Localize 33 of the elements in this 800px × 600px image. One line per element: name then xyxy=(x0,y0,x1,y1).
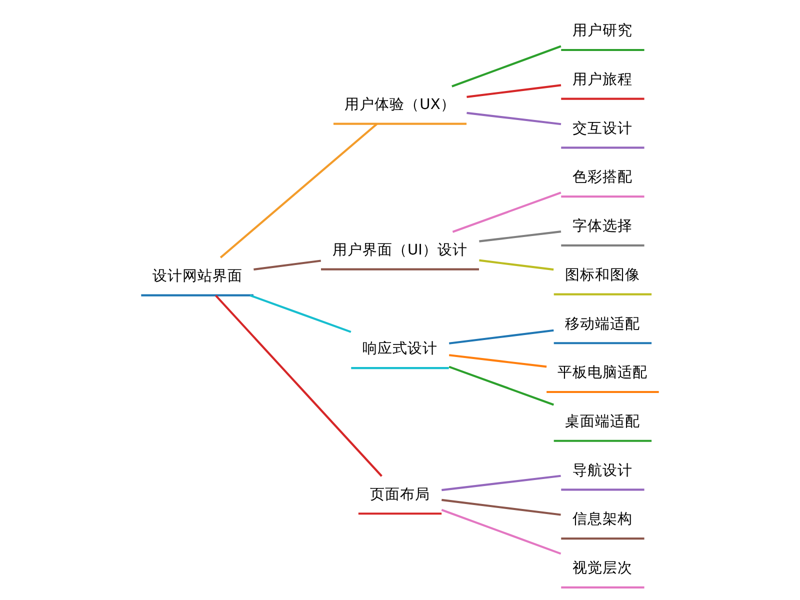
node-text: 视觉层次 xyxy=(572,560,633,577)
node-text: 用户体验（UX） xyxy=(344,96,456,113)
node-text: 信息架构 xyxy=(572,510,633,528)
connector xyxy=(452,192,562,233)
connector xyxy=(466,112,562,126)
node-text: 设计网站界面 xyxy=(152,267,242,284)
connector xyxy=(479,259,554,271)
connector xyxy=(466,84,562,98)
node-text: 色彩搭配 xyxy=(572,168,633,186)
node-text: 用户旅程 xyxy=(572,70,633,88)
node-text: 桌面端适配 xyxy=(565,412,640,430)
connector xyxy=(215,294,382,477)
connector xyxy=(448,366,554,406)
node-text: 页面布局 xyxy=(370,486,430,503)
node-text: 交互设计 xyxy=(572,120,633,137)
connector xyxy=(452,45,562,88)
node-text: 字体选择 xyxy=(572,218,633,235)
node-text: 用户界面（UI）设计 xyxy=(332,241,468,258)
connector xyxy=(479,230,562,242)
node-text: 图标和图像 xyxy=(565,266,640,284)
connector xyxy=(250,294,352,333)
connector xyxy=(220,123,378,258)
connector xyxy=(442,474,561,492)
node-text: 平板电脑适配 xyxy=(558,364,648,382)
connector xyxy=(448,329,554,344)
node-text: 用户研究 xyxy=(572,22,633,40)
connector xyxy=(254,260,322,270)
node-text: 导航设计 xyxy=(572,462,633,479)
connector xyxy=(442,498,561,516)
connector xyxy=(441,508,562,555)
connector xyxy=(448,354,547,368)
node-text: 响应式设计 xyxy=(362,340,438,358)
node-text: 移动端适配 xyxy=(565,315,640,332)
